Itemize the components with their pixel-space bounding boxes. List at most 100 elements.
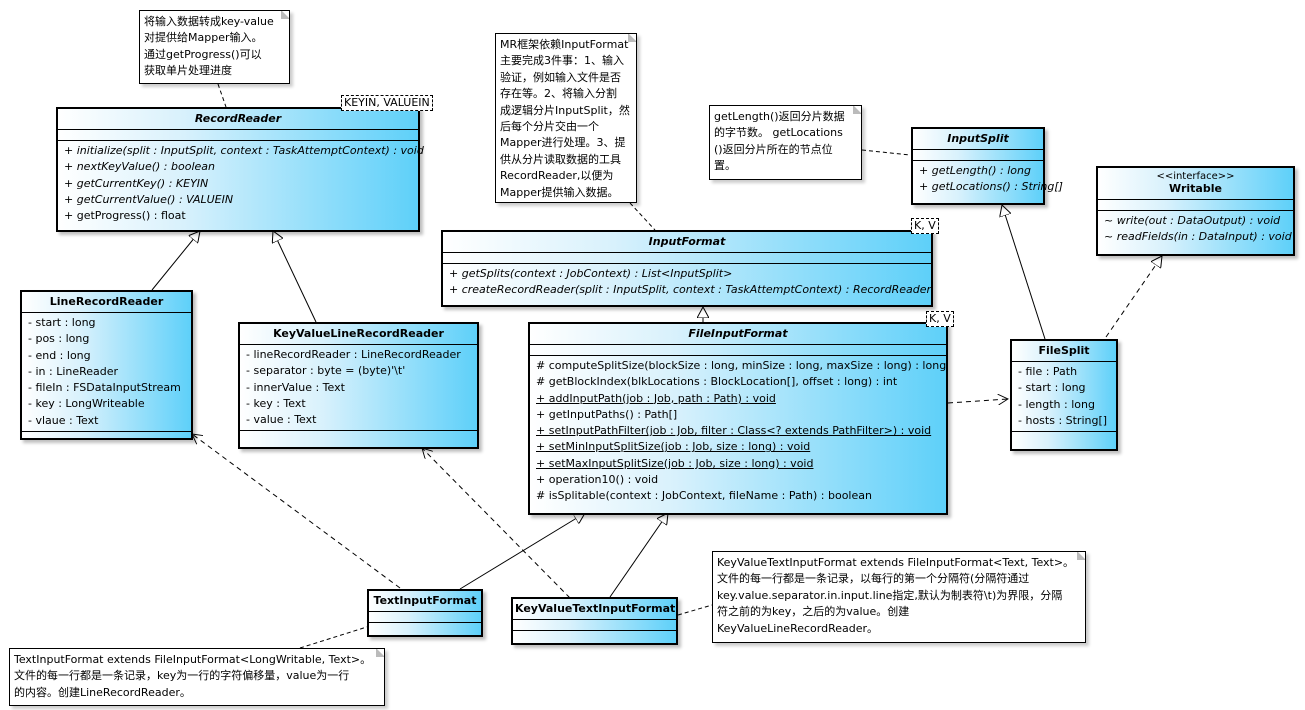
input-format-class[interactable]: InputFormat + getSplits(context : JobCon… [441, 230, 933, 307]
attribute: - hosts : String[] [1018, 413, 1108, 427]
creates-kv-line-record-reader [422, 448, 571, 599]
note-anchor-record-reader [217, 83, 227, 108]
input-split-note: getLength()返回分片数据 的字节数。 getLocations ()返… [709, 105, 862, 180]
class-name: RecordReader [194, 112, 282, 125]
extends-file-split [1002, 205, 1046, 340]
operation: # computeSplitSize(blockSize : long, min… [536, 359, 947, 372]
operations-section: + initialize(split : InputSplit, context… [58, 140, 424, 226]
stereotype: <<interface>> [1156, 171, 1235, 182]
attribute: - separator : byte = (byte)'\t' [246, 364, 406, 378]
file-input-format-class[interactable]: FileInputFormat # computeSplitSize(block… [528, 322, 948, 515]
kv-line-record-reader-class[interactable]: KeyValueLineRecordReader - lineRecordRea… [238, 322, 479, 449]
operation: + getCurrentKey() : KEYIN [64, 176, 209, 190]
operations-section [1012, 431, 1116, 442]
attribute: - in : LineReader [28, 364, 119, 378]
record-reader-class[interactable]: RecordReader + initialize(split : InputS… [56, 107, 424, 232]
implements-writable [1105, 256, 1162, 338]
attribute: - start : long [28, 316, 96, 329]
extends-line-record-reader [151, 231, 200, 291]
file-split-class[interactable]: FileSplit - file : Path - start : long -… [1010, 339, 1118, 451]
operation: # getBlockIndex(blkLocations : BlockLoca… [536, 375, 898, 389]
operation: # isSplitable(context : JobContext, file… [536, 489, 872, 503]
attributes-section: - start : long - pos : long - end : long… [22, 312, 191, 431]
extends-kv-line-record-reader [273, 231, 317, 323]
class-name: KeyValueTextInputFormat [515, 602, 676, 615]
class-name: InputSplit [947, 132, 1009, 145]
attribute: - start : long [1018, 381, 1086, 395]
input-split-class[interactable]: InputSplit + getLength() : long + getLoc… [911, 127, 1063, 205]
note-anchor-input-format [629, 202, 656, 231]
class-name: TextInputFormat [373, 594, 477, 607]
attributes-section: - file : Path - start : long - length : … [1012, 361, 1116, 431]
record-reader-note: 将输入数据转成key-value 对提供给Mapper输入。 通过getProg… [139, 10, 290, 84]
operation: + setMaxInputSplitSize(job : Job, size :… [536, 456, 814, 470]
uses-file-split [947, 399, 1008, 403]
attribute: - value : Text [246, 413, 317, 427]
class-name: <<interface>> Writable [1098, 168, 1293, 199]
text-input-format-class[interactable]: TextInputFormat [367, 589, 483, 637]
operation: ~ readFields(in : DataInput) : void [1104, 230, 1292, 244]
extends-text-input-format [459, 513, 585, 590]
class-name: KeyValueLineRecordReader [273, 327, 444, 340]
operations-section: ~ write(out : DataOutput) : void ~ readF… [1098, 210, 1293, 248]
attribute: - key : Text [246, 396, 306, 410]
attribute: - end : long [28, 348, 91, 362]
operation: + setMinInputSplitSize(job : Job, size :… [536, 440, 811, 454]
attribute: - innerValue : Text [246, 380, 345, 394]
note-anchor-kv-text [677, 604, 713, 616]
attribute: - key : LongWriteable [28, 397, 145, 411]
operation: + createRecordReader(split : InputSplit,… [449, 283, 932, 297]
operations-section [369, 622, 481, 633]
operation: + nextKeyValue() : boolean [64, 160, 215, 174]
operations-section [240, 430, 477, 441]
text-input-format-note: TextInputFormat extends FileInputFormat<… [9, 648, 385, 706]
attribute: - fileIn : FSDataInputStream [28, 381, 181, 395]
interface-name: Writable [1169, 182, 1222, 195]
class-name: FileInputFormat [688, 327, 788, 340]
kv-text-input-format-note: KeyValueTextInputFormat extends FileInpu… [712, 551, 1086, 643]
operation: + getProgress() : float [64, 209, 186, 223]
operation: + initialize(split : InputSplit, context… [64, 144, 424, 157]
template-parameter: K, V [911, 218, 939, 234]
operation: + getCurrentValue() : VALUEIN [64, 192, 234, 206]
operations-section: # computeSplitSize(blockSize : long, min… [530, 355, 946, 507]
operation: ~ write(out : DataOutput) : void [1104, 214, 1281, 227]
operation: + getLength() : long [919, 164, 1031, 177]
line-record-reader-class[interactable]: LineRecordReader - start : long - pos : … [20, 290, 193, 440]
attributes-section [58, 129, 418, 140]
template-parameter: KEYIN, VALUEIN [341, 95, 433, 111]
creates-line-record-reader [192, 434, 401, 589]
note-anchor-input-split [861, 149, 911, 156]
operations-section [513, 630, 676, 641]
kv-text-input-format-class[interactable]: KeyValueTextInputFormat [511, 597, 678, 645]
attributes-section [530, 344, 946, 355]
operations-section: + getSplits(context : JobContext) : List… [443, 263, 931, 301]
operation: + getInputPaths() : Path[] [536, 407, 678, 421]
attributes-section [913, 149, 1043, 160]
operation: + getLocations() : String[] [919, 180, 1063, 194]
operation: + setInputPathFilter(job : Job, filter :… [536, 424, 932, 438]
operation: + addInputPath(job : Job, path : Path) :… [536, 391, 776, 405]
operation: + operation10() : void [536, 473, 659, 487]
writable-interface[interactable]: <<interface>> Writable ~ write(out : Dat… [1096, 166, 1295, 256]
operations-section [22, 431, 191, 442]
attributes-section: - lineRecordReader : LineRecordReader - … [240, 344, 477, 430]
attribute: - vlaue : Text [28, 413, 99, 427]
class-name: LineRecordReader [49, 295, 164, 308]
class-name: InputFormat [648, 235, 726, 248]
operations-section: + getLength() : long + getLocations() : … [913, 160, 1063, 198]
attributes-section [369, 611, 481, 622]
attribute: - lineRecordReader : LineRecordReader [246, 348, 461, 361]
attribute: - length : long [1018, 397, 1095, 411]
template-parameter: K, V [926, 311, 954, 327]
attributes-section [443, 252, 931, 263]
attribute: - file : Path [1018, 365, 1078, 378]
attributes-section [513, 619, 676, 630]
attributes-section [1098, 199, 1293, 210]
note-anchor-text [299, 625, 371, 649]
class-name: FileSplit [1038, 344, 1090, 357]
attribute: - pos : long [28, 332, 90, 346]
extends-kv-text-input-format [609, 513, 668, 598]
input-format-note: MR框架依赖InputFormat 主要完成3件事：1、输入 验证，例如输入文件… [495, 33, 637, 203]
